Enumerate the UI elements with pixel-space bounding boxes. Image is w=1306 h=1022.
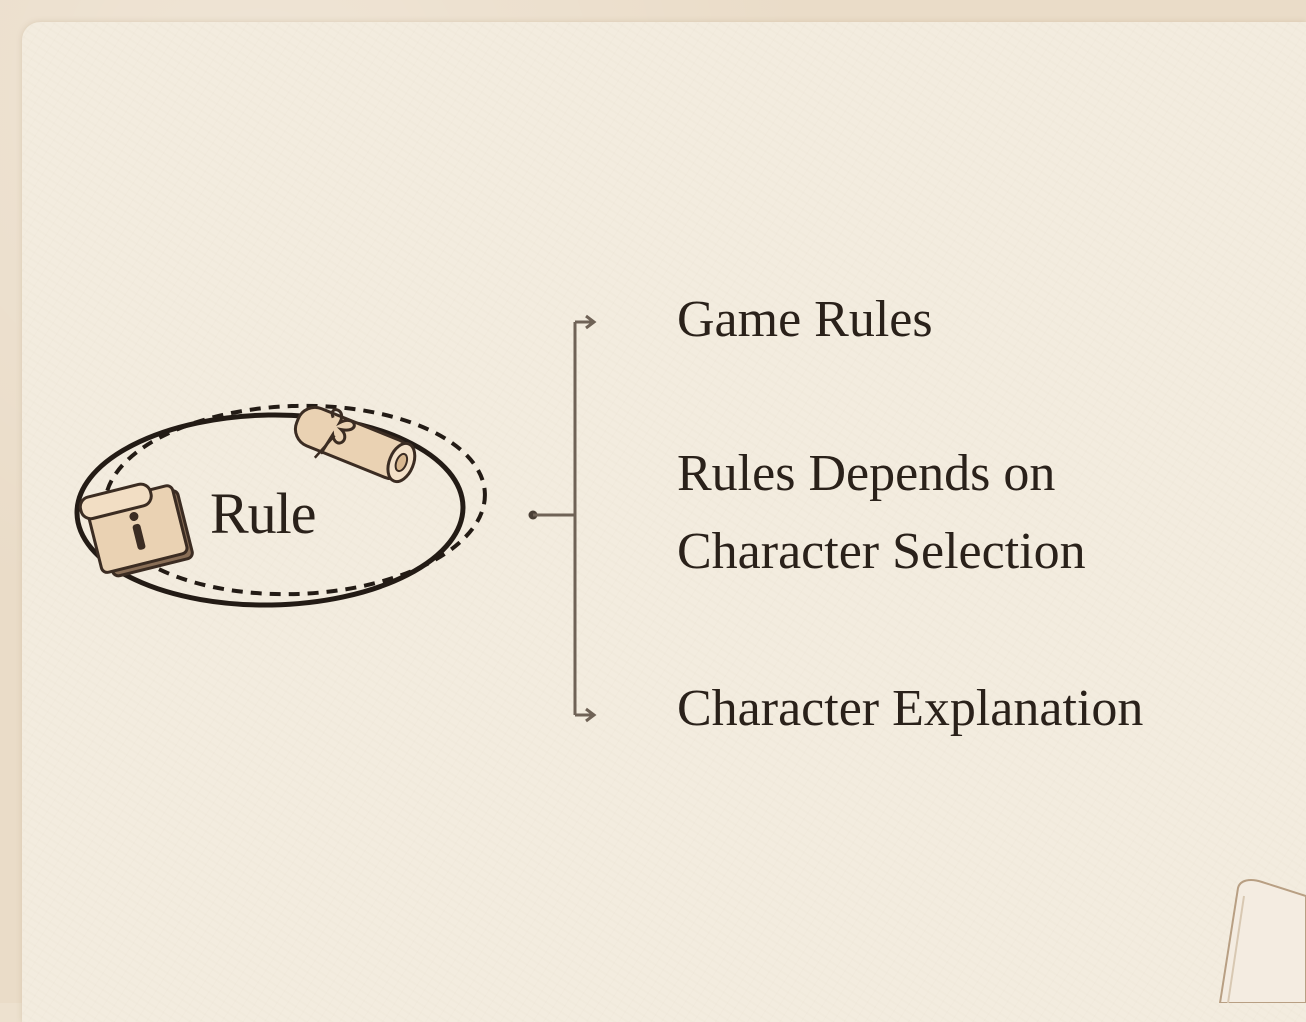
branch-connector xyxy=(529,316,595,721)
branch-game-rules[interactable]: Game Rules xyxy=(677,281,933,359)
branch-rules-depends-on-character-selection[interactable]: Rules Depends on Character Selection xyxy=(677,435,1086,591)
page-curl-icon[interactable] xyxy=(1200,878,1306,1003)
rule-node-label: Rule xyxy=(210,478,340,550)
branch-character-explanation[interactable]: Character Explanation xyxy=(677,670,1143,748)
info-card-icon xyxy=(78,476,193,581)
